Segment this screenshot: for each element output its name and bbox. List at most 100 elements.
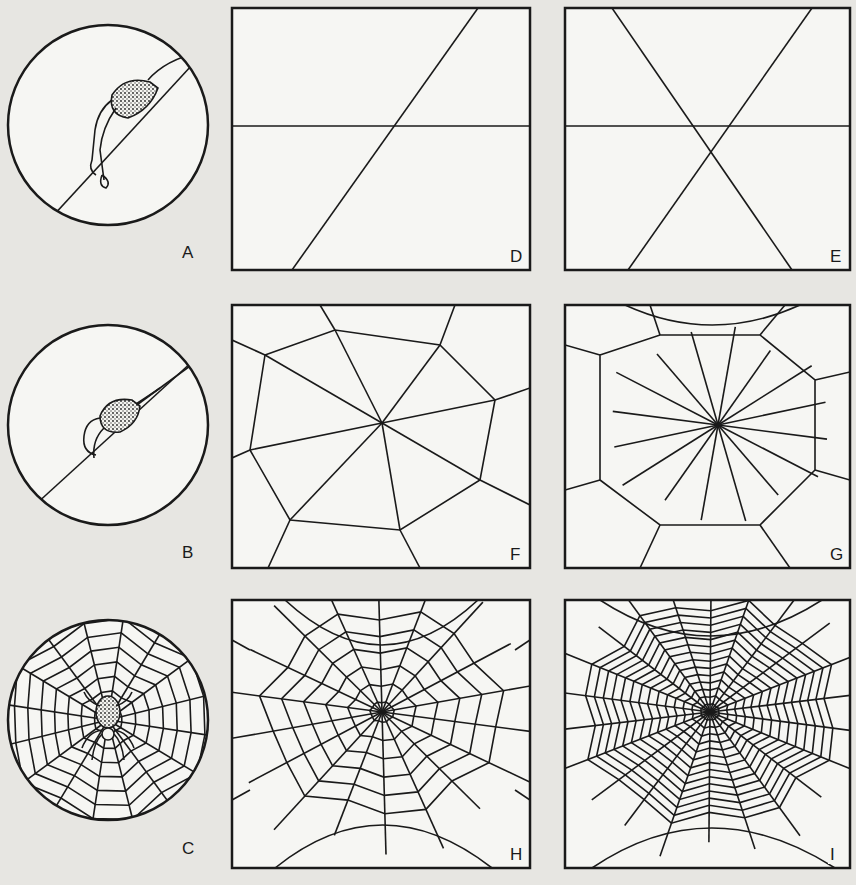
- anchor-thread: [232, 450, 250, 458]
- anchor-thread: [650, 305, 660, 335]
- web-threads: [0, 8, 856, 868]
- spiral-thread: [260, 612, 504, 814]
- spiral-thread: [55, 662, 164, 777]
- spider-leg: [92, 734, 102, 760]
- spiral-thread: [68, 676, 150, 762]
- anchor-thread: [480, 480, 530, 505]
- spiral-thread: [348, 684, 416, 741]
- frame-thread: [592, 828, 835, 868]
- radial-thread: [718, 366, 812, 425]
- anchor-thread: [440, 305, 455, 345]
- radial-thread: [382, 644, 511, 712]
- spiral-thread: [683, 688, 737, 736]
- radial-thread: [665, 425, 718, 500]
- spiral-thread: [674, 680, 745, 744]
- radial-thread: [250, 423, 382, 450]
- radial-thread: [290, 423, 382, 520]
- spider-body: [100, 399, 140, 432]
- spiral-thread: [612, 624, 807, 799]
- first-radii: [565, 8, 850, 270]
- radial-thread: [335, 330, 382, 423]
- frame-thread: [250, 330, 495, 530]
- thread: [565, 125, 850, 127]
- radial-thread: [710, 600, 711, 712]
- anchor-thread: [815, 372, 850, 380]
- spiral-thread: [586, 600, 833, 823]
- radial-thread: [657, 354, 718, 425]
- web-spiral: [232, 600, 530, 868]
- radial-thread: [613, 411, 718, 425]
- panel-letter: H: [508, 846, 524, 864]
- spiral-thread: [594, 608, 824, 815]
- anchor-thread: [232, 340, 265, 355]
- silk-loop: [101, 175, 109, 188]
- panel-frames: [8, 8, 850, 868]
- orb-web: [0, 595, 227, 842]
- spiral-thread: [621, 632, 798, 791]
- radial-thread: [614, 425, 718, 447]
- spider-leg: [136, 388, 160, 404]
- radial-thread: [718, 425, 818, 477]
- spider-on-thread: [40, 40, 215, 230]
- panel-square: [232, 8, 530, 270]
- spider-on-thread: [35, 350, 205, 505]
- radial-thread: [718, 327, 735, 425]
- anchor-thread: [232, 640, 250, 650]
- anchor-thread: [760, 525, 790, 568]
- spider-leg: [100, 108, 116, 180]
- panel-circle: [8, 325, 208, 525]
- panel-circle: [8, 620, 208, 820]
- panel-letter: G: [828, 546, 845, 564]
- anchor-thread: [320, 305, 335, 330]
- thread: [130, 355, 205, 410]
- radial-thread: [249, 712, 382, 783]
- anchor-thread: [515, 640, 530, 650]
- panel-letter: E: [828, 248, 843, 266]
- radial-thread: [691, 332, 718, 425]
- radial-thread: [382, 712, 386, 855]
- radial-thread: [710, 651, 850, 712]
- panel-letter: C: [180, 840, 196, 858]
- spiral-thread: [665, 672, 754, 752]
- thread: [612, 8, 792, 270]
- spiral-thread: [81, 691, 135, 749]
- radial-thread: [378, 600, 382, 712]
- spiral-thread: [370, 702, 394, 722]
- spider-leg: [114, 734, 124, 760]
- radial-thread: [382, 400, 495, 423]
- radial-thread: [382, 423, 400, 530]
- radial-thread: [701, 425, 718, 520]
- spiral-thread: [326, 666, 438, 759]
- anchor-thread: [815, 470, 850, 480]
- web-finished: [565, 600, 850, 868]
- spiral-thread: [1, 604, 219, 834]
- web-frame: [232, 305, 530, 568]
- radial-thread: [718, 425, 746, 521]
- radial-thread: [250, 650, 382, 713]
- radial-thread: [108, 691, 225, 720]
- thread: [40, 40, 215, 230]
- spiral-thread: [603, 616, 815, 807]
- spiral-thread: [282, 630, 482, 796]
- anchor-thread: [232, 790, 250, 800]
- radial-thread: [382, 345, 440, 423]
- spider-leg: [94, 428, 104, 458]
- radial-thread: [50, 720, 108, 816]
- radial-thread: [108, 720, 174, 809]
- spiral-thread: [630, 640, 789, 783]
- spider-leg: [84, 692, 100, 706]
- thread: [628, 8, 812, 270]
- panel-square: [565, 305, 850, 568]
- anchor-thread: [400, 530, 420, 568]
- spiral-thread: [657, 664, 763, 760]
- radial-thread: [382, 423, 480, 480]
- radial-thread: [382, 682, 530, 712]
- anchor-thread: [565, 480, 600, 490]
- spiral-thread: [648, 656, 772, 768]
- radial-thread: [718, 425, 827, 439]
- spiral-thread: [639, 648, 781, 776]
- spiral-thread: [15, 618, 205, 819]
- radial-thread: [623, 425, 718, 485]
- frame-thread: [275, 825, 492, 868]
- web-radii: [565, 305, 850, 568]
